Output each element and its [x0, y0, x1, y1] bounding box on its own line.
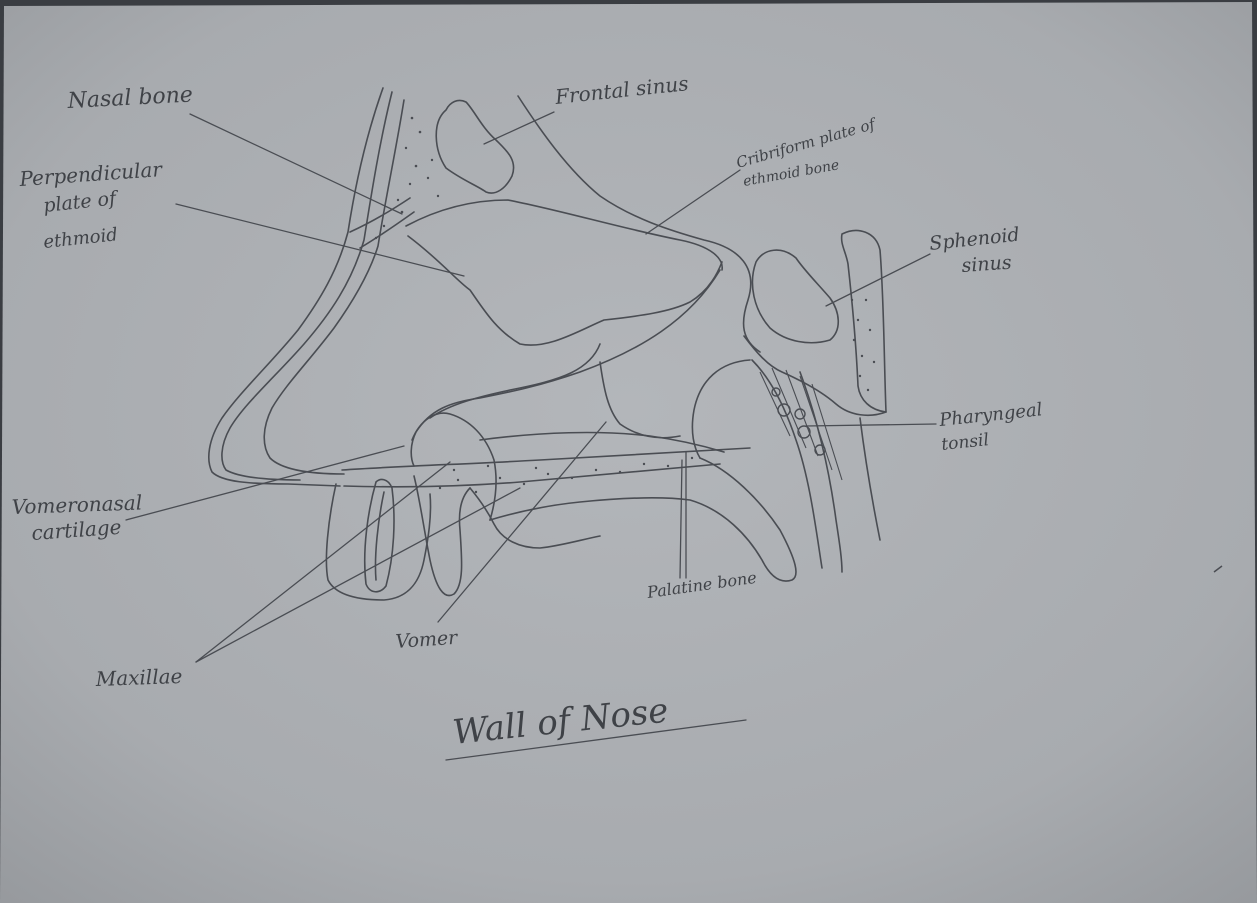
label-vomer: Vomer: [395, 627, 460, 653]
label-sphenoid-2: sinus: [961, 252, 1013, 277]
label-vomeronasal-1: Vomeronasal: [11, 490, 142, 519]
label-maxillae: Maxillae: [94, 664, 182, 691]
